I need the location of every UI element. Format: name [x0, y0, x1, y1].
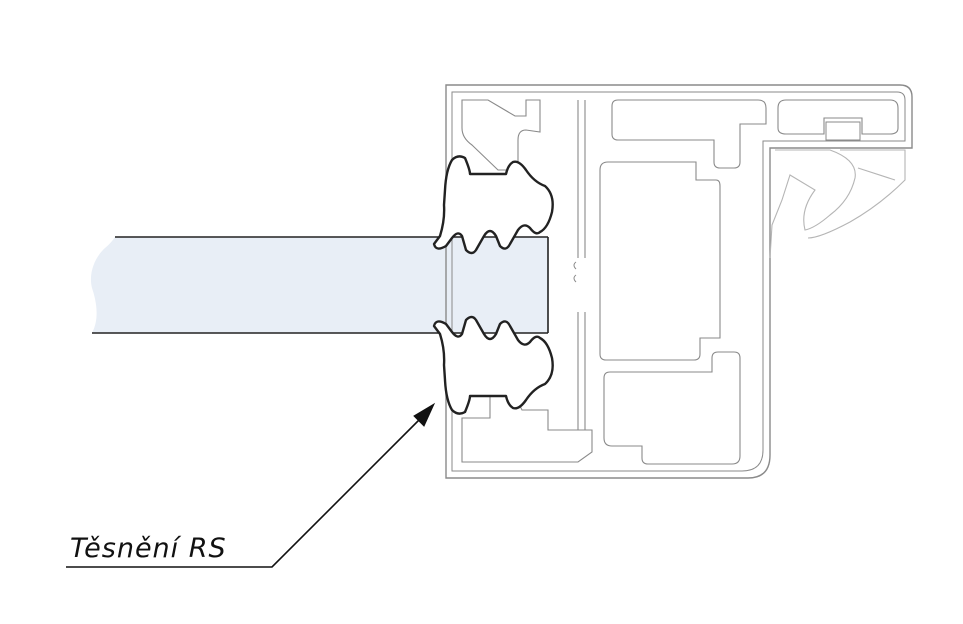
upper-groove	[461, 99, 541, 171]
middle-chamber	[599, 161, 721, 361]
glass-pane	[90, 237, 549, 333]
profile-vertical-web	[577, 100, 586, 430]
outer-seal	[769, 149, 906, 259]
right-chamber	[777, 99, 899, 135]
leader-line	[66, 408, 431, 568]
frame-profile	[445, 84, 913, 479]
lower-groove	[461, 395, 593, 463]
top-chamber	[611, 99, 767, 169]
profile-outer-outline	[445, 84, 913, 479]
profile-inner-outline	[451, 91, 906, 472]
upper-gasket	[432, 155, 554, 255]
lower-gasket	[432, 315, 554, 415]
bottom-chamber	[603, 351, 741, 465]
callout-leader	[66, 402, 436, 568]
leader-arrowhead	[413, 402, 436, 427]
callout-label: Těsnění RS	[70, 533, 227, 564]
